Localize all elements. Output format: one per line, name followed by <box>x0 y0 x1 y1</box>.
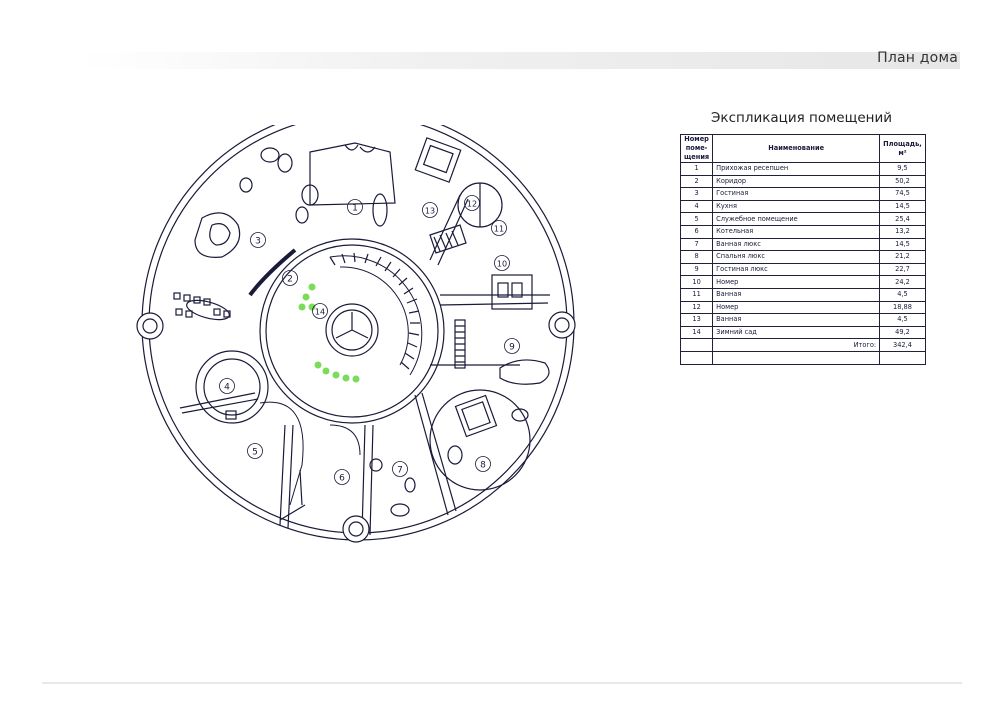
page-title: План дома <box>877 50 958 66</box>
cell-name: Ванная люкс <box>712 237 881 252</box>
room-label-11: 11 <box>494 225 504 234</box>
room-label-2: 2 <box>287 275 293 285</box>
cell-area: 4,5 <box>879 313 926 327</box>
room-label-3: 3 <box>255 237 261 247</box>
cell-number: 8 <box>679 250 714 264</box>
cell-number: 6 <box>679 224 714 239</box>
empty-row <box>679 350 926 365</box>
cell-name: Служебное помещение <box>712 212 881 226</box>
cell-area: 14,5 <box>879 237 926 252</box>
cell-number: 12 <box>679 300 714 315</box>
cell-name: Номер <box>712 300 881 315</box>
total-value: 342,4 <box>879 338 926 352</box>
cell-name: Зимний сад <box>712 325 881 340</box>
room-label-7: 7 <box>397 466 403 476</box>
cell-number: 4 <box>679 199 714 214</box>
cell-number: 13 <box>679 313 714 327</box>
floor-plan: 1 2 3 4 5 6 7 8 9 10 11 12 13 14 <box>136 125 576 543</box>
total-label: Итого: <box>712 338 881 352</box>
cell-area: 49,2 <box>879 325 926 340</box>
explication-table: Номер поме-щения Наименование Площадь, м… <box>679 134 926 365</box>
outer-wall-inner <box>148 125 568 534</box>
cell-area: 50,2 <box>879 174 926 189</box>
empty-cell <box>879 350 926 365</box>
room-label-6: 6 <box>339 474 345 484</box>
room-label-1: 1 <box>352 204 358 214</box>
cell-number: 1 <box>679 162 714 176</box>
header-number: Номер поме-щения <box>679 134 714 163</box>
empty-cell <box>712 350 881 365</box>
cell-name: Кухня <box>712 199 881 214</box>
atrium-wall <box>259 238 445 424</box>
cell-number: 11 <box>679 287 714 302</box>
explication-title: Экспликация помещений <box>711 110 893 126</box>
cell-number: 7 <box>679 237 714 252</box>
cell-name: Номер <box>712 275 881 289</box>
cell-area: 25,4 <box>879 212 926 226</box>
cell-name: Коридор <box>712 174 881 189</box>
cell-name: Гостиная <box>712 187 881 201</box>
cell-area: 21,2 <box>879 250 926 264</box>
room-label-4: 4 <box>224 383 230 393</box>
cell-name: Ванная <box>712 287 881 302</box>
header-bar <box>80 52 960 69</box>
cell-number: 3 <box>679 187 714 201</box>
cell-name: Гостиная люкс <box>712 262 881 277</box>
cell-area: 24,2 <box>879 275 926 289</box>
cell-number: 2 <box>679 174 714 189</box>
room-label-10: 10 <box>497 260 507 269</box>
empty-cell <box>679 338 714 352</box>
cell-name: Ванная <box>712 313 881 327</box>
room-label-8: 8 <box>480 461 486 471</box>
cell-name: Прихожая ресепшен <box>712 162 881 176</box>
total-row: Итого: 342,4 <box>679 338 926 352</box>
header-name: Наименование <box>712 134 881 163</box>
cell-number: 5 <box>679 212 714 226</box>
room-label-13: 13 <box>425 207 435 216</box>
cell-number: 14 <box>679 325 714 340</box>
cell-area: 22,7 <box>879 262 926 277</box>
room-label-12: 12 <box>467 200 477 209</box>
header-area: Площадь, м² <box>879 134 926 163</box>
atrium-pool <box>325 303 379 357</box>
cell-area: 13,2 <box>879 224 926 239</box>
room-label-14: 14 <box>315 308 325 317</box>
empty-cell <box>679 350 714 365</box>
spiral-stair <box>329 255 423 376</box>
cell-area: 18,88 <box>879 300 926 315</box>
cell-number: 10 <box>679 275 714 289</box>
cell-area: 9,5 <box>879 162 926 176</box>
cell-name: Спальня люкс <box>712 250 881 264</box>
cell-number: 9 <box>679 262 714 277</box>
room-label-9: 9 <box>509 343 515 353</box>
cell-area: 74,5 <box>879 187 926 201</box>
cell-area: 14,5 <box>879 199 926 214</box>
cell-area: 4,5 <box>879 287 926 302</box>
room-label-5: 5 <box>252 448 258 458</box>
footer-line <box>42 682 962 684</box>
table-header-row: Номер поме-щения Наименование Площадь, м… <box>679 134 926 163</box>
cell-name: Котельная <box>712 224 881 239</box>
